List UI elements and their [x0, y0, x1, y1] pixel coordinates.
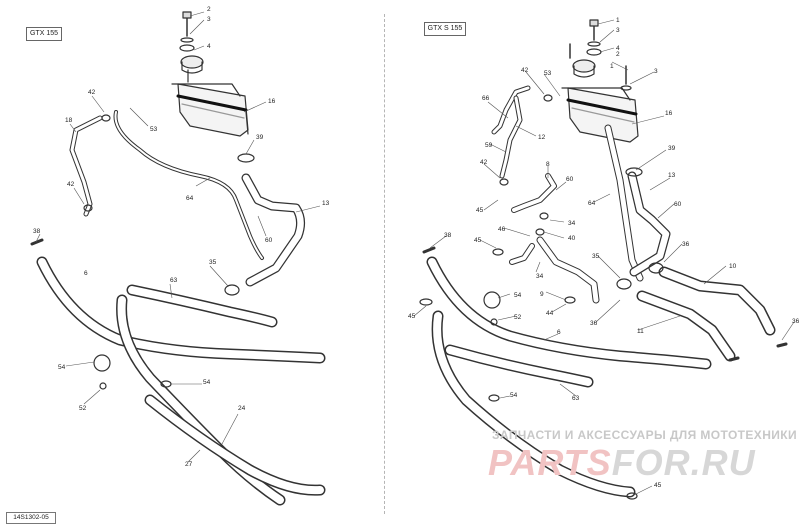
right-part-label-1: 1	[610, 63, 614, 70]
right-part-label-45: 45	[476, 207, 484, 214]
right-model-label: GTX S 155	[424, 22, 466, 36]
left-part-label-18: 18	[65, 117, 73, 124]
left-hose-63	[126, 284, 278, 328]
left-part-label-16: 16	[268, 98, 276, 105]
left-part-label-60: 60	[265, 237, 273, 244]
left-hose-64	[113, 110, 264, 260]
left-part-label-2: 2	[207, 6, 211, 13]
left-reservoir	[171, 55, 249, 137]
right-hose-6	[426, 256, 712, 370]
right-hose-63	[444, 344, 594, 388]
panel-divider	[384, 14, 385, 514]
right-bolts	[569, 19, 632, 91]
right-part-label-60: 60	[566, 176, 574, 183]
right-part-label-9: 9	[540, 291, 544, 298]
right-part-label-11: 11	[637, 328, 644, 335]
right-part-label-10: 10	[729, 263, 737, 270]
left-model-label: GTX 155	[26, 27, 62, 41]
right-part-label-42: 42	[521, 67, 529, 74]
right-hose-11	[636, 290, 736, 362]
right-part-label-16: 16	[665, 110, 673, 117]
right-part-label-63: 63	[572, 395, 580, 402]
left-part-label-39: 39	[256, 134, 264, 141]
right-part-label-66: 66	[482, 95, 490, 102]
left-part-label-42: 42	[88, 89, 96, 96]
left-part-label-35: 35	[209, 259, 217, 266]
right-part-label-44: 44	[546, 310, 554, 317]
left-part-label-54: 54	[58, 364, 66, 371]
right-part-label-12: 12	[538, 134, 546, 141]
right-part-label-2: 2	[616, 51, 620, 58]
right-part-label-3: 3	[616, 27, 620, 34]
left-part-labels: 2 3 4 42 18 53 16 39 42 64 13 38 60 6 35 63 54 54 52 24 27	[33, 6, 330, 468]
left-part-label-4: 4	[207, 43, 211, 50]
right-hose-center	[431, 310, 636, 498]
right-hose-9	[509, 236, 600, 304]
right-part-label-52: 52	[514, 314, 522, 321]
right-part-label-38: 38	[444, 232, 452, 239]
watermark: ЗАПЧАСТИ И АКСЕССУАРЫ ДЛЯ МОТОТЕХНИКИ PA…	[480, 428, 800, 488]
left-hose-18	[69, 115, 103, 217]
watermark-tagline: ЗАПЧАСТИ И АКСЕССУАРЫ ДЛЯ МОТОТЕХНИКИ	[492, 428, 798, 442]
left-part-label-52: 52	[79, 405, 87, 412]
left-hose-13	[241, 173, 306, 287]
left-part-label-13: 13	[322, 200, 330, 207]
right-hose-8	[511, 173, 557, 213]
left-part-label-38: 38	[33, 228, 41, 235]
right-part-label-8: 8	[546, 161, 550, 168]
right-part-label-45: 45	[474, 237, 482, 244]
right-part-label-39: 39	[668, 145, 676, 152]
left-bolt	[179, 11, 195, 52]
right-part-label-64: 64	[588, 200, 596, 207]
right-part-label-40: 40	[568, 235, 576, 242]
right-part-label-46: 46	[498, 226, 506, 233]
right-part-label-34: 34	[568, 220, 576, 227]
right-hose-13	[627, 171, 671, 277]
right-reservoir	[561, 59, 639, 143]
left-part-label-54: 54	[203, 379, 211, 386]
right-part-label-42: 42	[480, 159, 488, 166]
right-small-parts	[419, 94, 788, 500]
watermark-brand-part1: PARTS	[488, 442, 612, 483]
left-part-label-53: 53	[150, 126, 158, 133]
left-part-label-63: 63	[170, 277, 178, 284]
left-hose-center	[116, 294, 286, 506]
right-part-label-6: 6	[557, 329, 561, 336]
right-part-label-54: 54	[514, 292, 522, 299]
right-part-label-35: 35	[592, 253, 600, 260]
right-part-label-53: 53	[544, 70, 552, 77]
watermark-brand-part2: FOR.RU	[611, 442, 756, 483]
right-part-label-45: 45	[408, 313, 416, 320]
right-part-label-45: 45	[654, 482, 662, 489]
left-part-label-6: 6	[84, 270, 88, 277]
figure-code: 14S1302-05	[6, 512, 56, 524]
left-part-label-64: 64	[186, 195, 194, 202]
right-part-label-36: 36	[590, 320, 598, 327]
right-hose-10	[658, 266, 776, 336]
left-hose-6	[36, 256, 326, 364]
left-part-label-42: 42	[67, 181, 75, 188]
right-part-label-3: 3	[654, 68, 658, 75]
right-part-label-4: 4	[616, 45, 620, 52]
watermark-logo: PARTSFOR.RU	[488, 442, 756, 484]
right-part-label-59: 59	[485, 142, 493, 149]
right-part-label-1: 1	[616, 17, 620, 24]
leader-lines	[35, 11, 795, 495]
left-part-label-3: 3	[207, 16, 211, 23]
right-part-label-36: 36	[792, 318, 800, 325]
right-part-label-36: 36	[682, 241, 690, 248]
right-hose-64	[604, 124, 644, 282]
right-part-label-54: 54	[510, 392, 518, 399]
right-part-label-60: 60	[674, 201, 682, 208]
right-part-label-34: 34	[536, 273, 544, 280]
left-part-label-24: 24	[238, 405, 246, 412]
right-hose-66-12	[491, 85, 531, 179]
right-part-label-13: 13	[668, 172, 676, 179]
left-small-parts	[30, 114, 255, 390]
left-hose-24	[144, 394, 326, 496]
left-part-label-27: 27	[185, 461, 193, 468]
